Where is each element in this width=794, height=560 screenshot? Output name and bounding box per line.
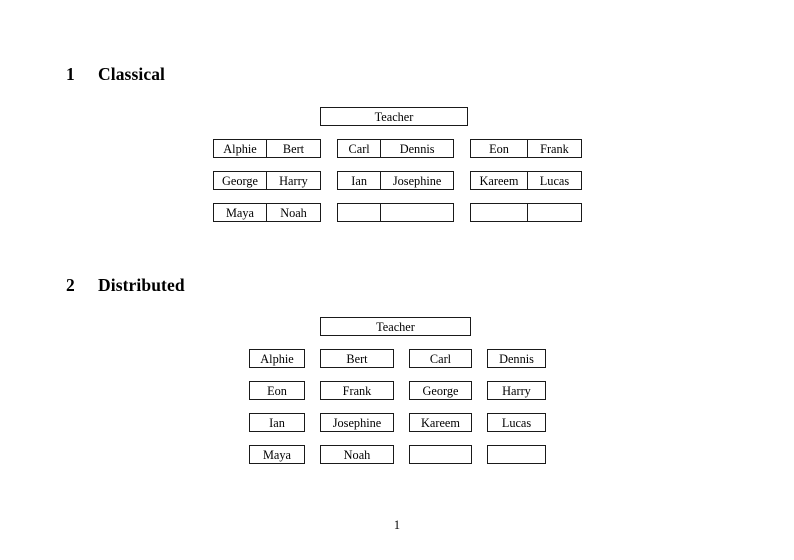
student-label: Frank (342, 384, 372, 398)
table-row: George Harry (213, 171, 321, 190)
student-label: Carl (429, 352, 452, 366)
student-label (488, 446, 545, 447)
table-row (470, 203, 582, 222)
student-box: Bert (320, 349, 394, 368)
student-label: Maya (263, 448, 291, 462)
student-cell: Josephine (380, 172, 453, 189)
student-cell-empty (380, 204, 453, 221)
student-label: Kareem (421, 416, 460, 430)
teacher-box-classical: Teacher (320, 107, 468, 126)
student-box: George (409, 381, 472, 400)
student-cell: Maya (226, 206, 254, 220)
student-box: Carl (409, 349, 472, 368)
section-number: 2 (66, 275, 75, 295)
student-cell: Lucas (526, 172, 581, 189)
student-box-empty (487, 445, 546, 464)
student-box: Ian (249, 413, 305, 432)
student-cell: Harry (266, 172, 320, 189)
section-number: 1 (66, 64, 75, 84)
student-label: Harry (502, 384, 531, 398)
student-cell: Alphie (223, 142, 257, 156)
table-row (337, 203, 454, 222)
student-box: Frank (320, 381, 394, 400)
table-row: Kareem Lucas (470, 171, 582, 190)
student-label: Eon (267, 384, 287, 398)
student-cell: Noah (266, 204, 320, 221)
student-box-empty (409, 445, 472, 464)
student-box: Alphie (249, 349, 305, 368)
table-row: Carl Dennis (337, 139, 454, 158)
student-cell: Dennis (380, 140, 453, 157)
student-box: Lucas (487, 413, 546, 432)
table-row: Ian Josephine (337, 171, 454, 190)
table-row: Maya Noah (213, 203, 321, 222)
student-label: Josephine (332, 416, 382, 430)
student-box: Josephine (320, 413, 394, 432)
student-cell: Bert (266, 140, 320, 157)
student-cell: Frank (526, 140, 581, 157)
student-box: Maya (249, 445, 305, 464)
student-label: Noah (343, 448, 371, 462)
table-row: Eon Frank (470, 139, 582, 158)
section-heading-classical: 1 Classical (66, 64, 165, 85)
student-cell-empty (338, 204, 380, 221)
student-label: Lucas (501, 416, 532, 430)
student-cell: George (222, 174, 258, 188)
teacher-label: Teacher (374, 110, 414, 124)
student-label: Dennis (499, 352, 534, 366)
student-label: George (422, 384, 459, 398)
student-cell: Eon (489, 142, 509, 156)
page-number: 1 (393, 518, 401, 532)
student-cell-empty (526, 204, 581, 221)
section-title: Distributed (98, 275, 185, 295)
student-label: Ian (269, 416, 285, 430)
section-heading-distributed: 2 Distributed (66, 275, 185, 296)
student-box: Dennis (487, 349, 546, 368)
section-title: Classical (98, 64, 166, 84)
student-box: Kareem (409, 413, 472, 432)
student-box: Noah (320, 445, 394, 464)
teacher-box-distributed: Teacher (320, 317, 471, 336)
student-label (410, 446, 471, 447)
student-label: Alphie (260, 352, 294, 366)
student-cell: Kareem (479, 174, 519, 188)
student-box: Harry (487, 381, 546, 400)
student-box: Eon (249, 381, 305, 400)
student-cell: Ian (351, 174, 367, 188)
table-row: Alphie Bert (213, 139, 321, 158)
student-cell: Carl (348, 142, 370, 156)
student-cell-empty (471, 204, 527, 221)
student-label: Bert (346, 352, 368, 366)
teacher-label: Teacher (376, 320, 415, 334)
